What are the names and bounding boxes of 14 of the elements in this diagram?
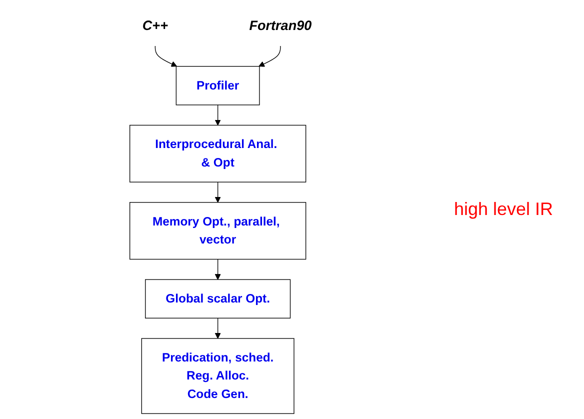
arrow [214, 318, 221, 339]
node-box: Global scalar Opt. [145, 279, 291, 318]
arrow [214, 104, 221, 126]
node-text: Fortran90 [249, 18, 312, 34]
node-box: Profiler [176, 66, 260, 106]
note-text: high level IR [454, 199, 554, 220]
node-text: C++ [142, 18, 168, 34]
node-box: Memory Opt., parallel, vector [129, 202, 306, 260]
node-box: Interprocedural Anal. & Opt [129, 124, 306, 182]
arrow [214, 258, 221, 280]
arrow [214, 182, 221, 203]
arrow [154, 46, 178, 67]
arrow [258, 46, 281, 67]
node-box: Predication, sched. Reg. Alloc. Code Gen. [141, 338, 294, 414]
